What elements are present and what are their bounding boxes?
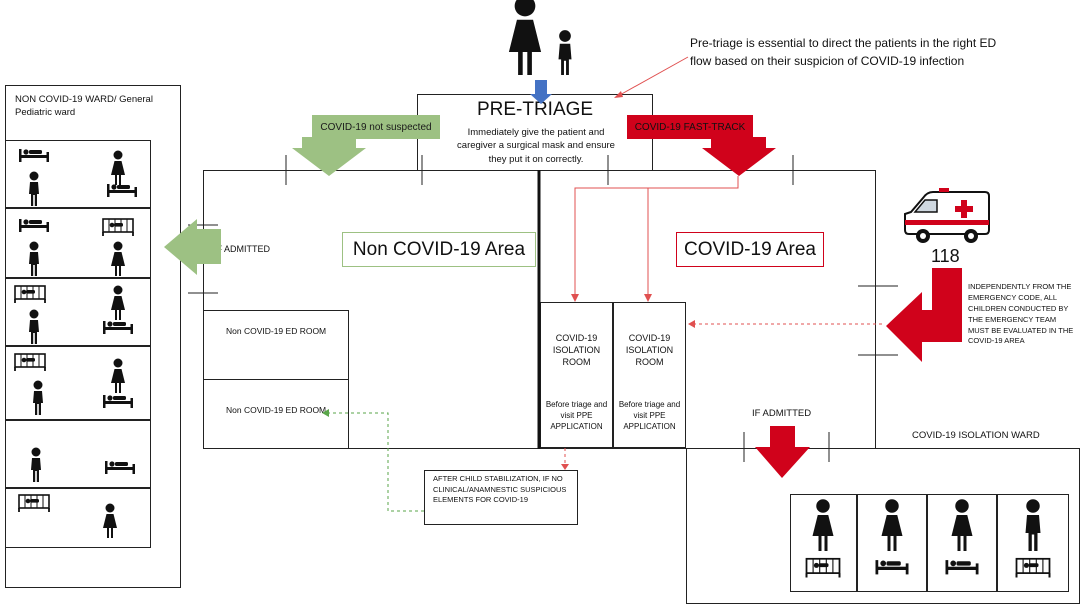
ward-row-4 (5, 346, 151, 420)
ed-room-2-label: Non COVID-19 ED ROOM (226, 405, 327, 415)
non-covid-area-title: Non COVID-19 Area (342, 232, 536, 267)
ward-row-6 (5, 488, 151, 548)
isolation-room-1-title: COVID-19 ISOLATION ROOM (552, 333, 601, 368)
pretriage-box (417, 94, 653, 172)
red-elbow-arrow (886, 268, 962, 362)
ward-bed-3 (927, 494, 997, 592)
family-icon (508, 0, 572, 75)
ward-bed-2 (857, 494, 927, 592)
if-admitted-right: IF ADMITTED (752, 408, 812, 419)
stabilization-box (424, 470, 578, 525)
ward-row-5 (5, 420, 151, 488)
if-admitted-left: IF ADMITTED (214, 244, 270, 254)
not-suspected-label: COVID-19 not suspected (312, 115, 440, 139)
stabilization-note: AFTER CHILD STABILIZATION, IF NO CLINICA… (433, 474, 567, 504)
ward-row-2 (5, 208, 151, 278)
ed-room-1 (203, 310, 349, 380)
fast-track-label: COVID-19 FAST-TRACK (627, 115, 753, 139)
ed-room-1-label: Non COVID-19 ED ROOM (226, 326, 327, 336)
pretriage-note: Pre-triage is essential to direct the pa… (690, 36, 997, 68)
ward-row-3 (5, 278, 151, 346)
pretriage-title: PRE-TRIAGE (476, 99, 594, 120)
ambulance-note: INDEPENDENTLY FROM THE EMERGENCY CODE, A… (968, 282, 1074, 346)
non-covid-ward-title: NON COVID-19 WARD/ General Pediatric war… (15, 94, 153, 118)
isolation-ward-title: COVID-19 ISOLATION WARD (912, 430, 1040, 441)
ambulance-icon (904, 188, 990, 243)
ward-bed-1 (790, 494, 857, 592)
isolation-room-1 (540, 302, 613, 448)
pretriage-text: Immediately give the patient and caregiv… (457, 127, 615, 165)
ward-row-1 (5, 140, 151, 208)
isolation-room-2-title: COVID-19 ISOLATION ROOM (625, 333, 674, 368)
covid-area-title: COVID-19 Area (676, 232, 824, 267)
ambulance-code: 118 (931, 246, 960, 266)
isolation-room-1-note: Before triage and visit PPE APPLICATION (545, 400, 608, 431)
ward-bed-4 (997, 494, 1069, 592)
isolation-room-2-note: Before triage and visit PPE APPLICATION (618, 400, 681, 431)
isolation-room-2 (613, 302, 686, 448)
